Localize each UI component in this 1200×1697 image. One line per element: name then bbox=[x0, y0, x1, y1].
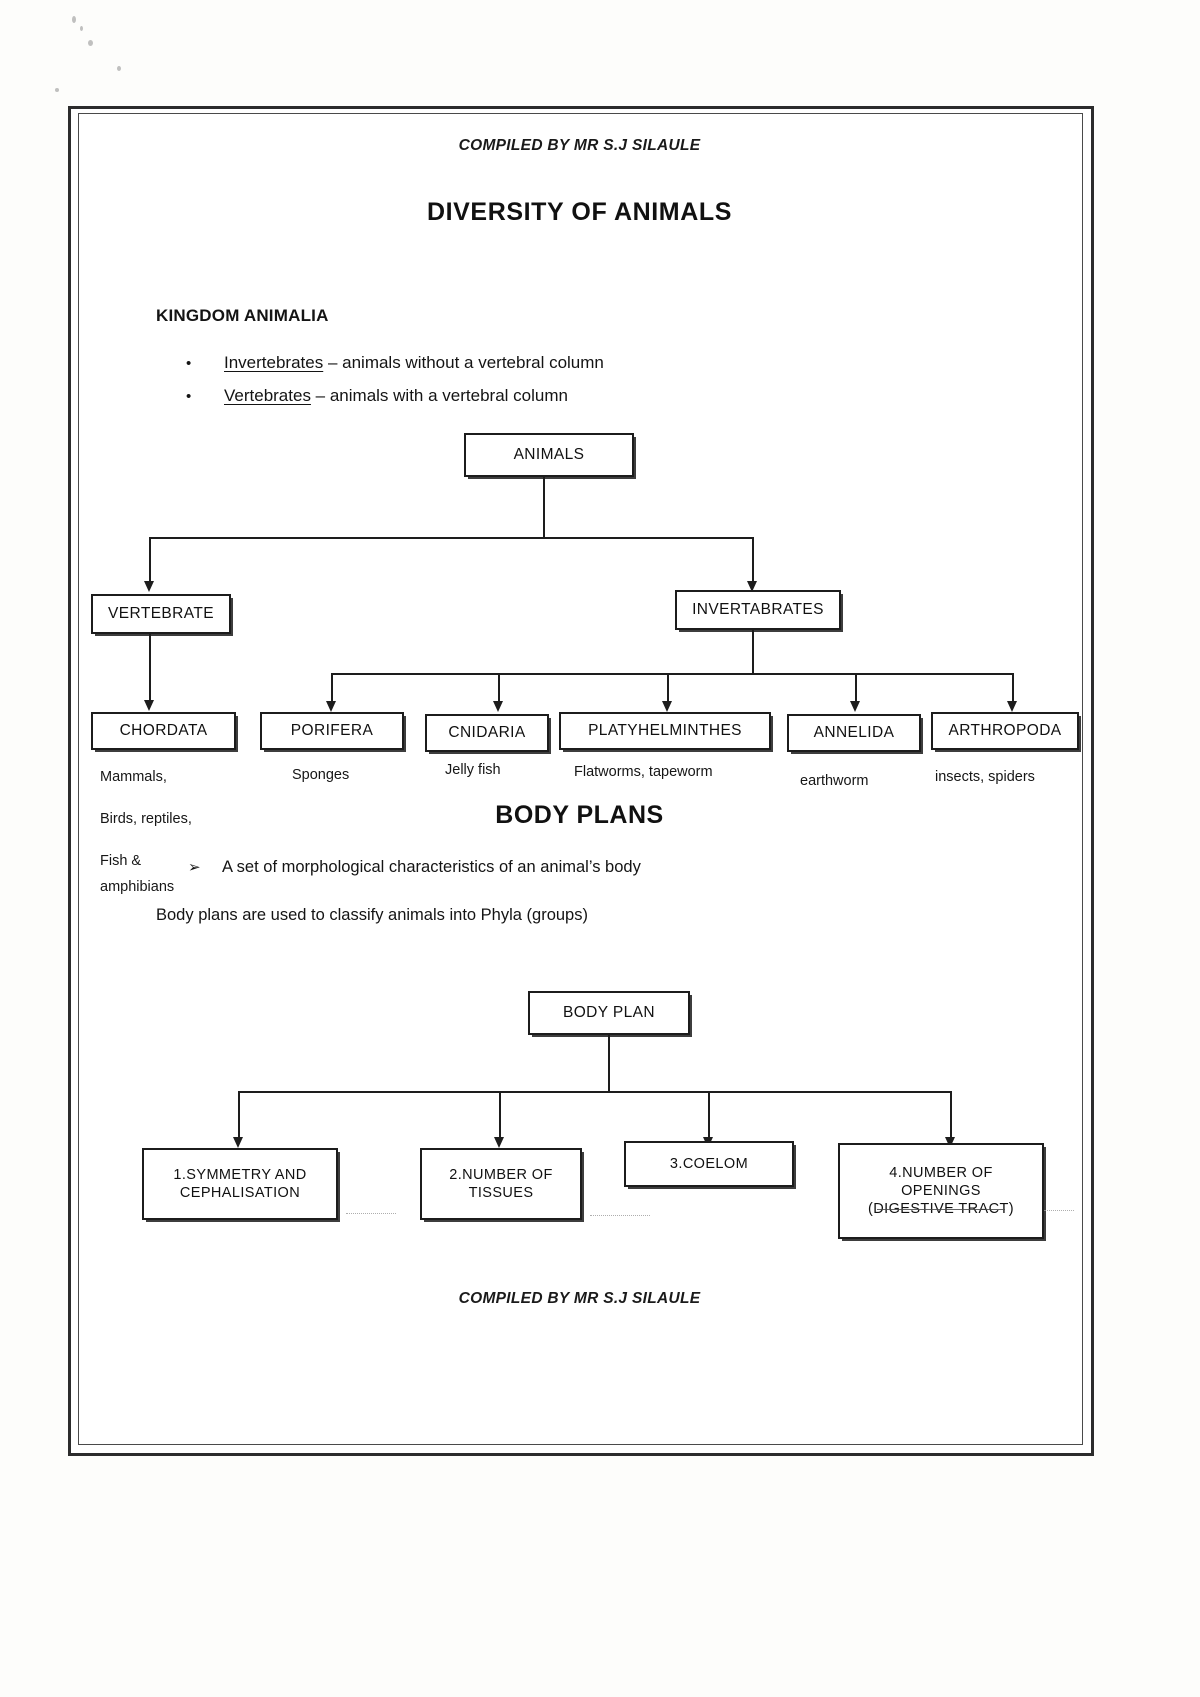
bullet-term: Vertebrates bbox=[224, 386, 311, 405]
body-plans-note: Body plans are used to classify animals … bbox=[156, 906, 588, 924]
arrow-head-icon bbox=[945, 1137, 955, 1148]
flow-node-coelom: 3.COELOM bbox=[624, 1141, 794, 1187]
bullet-dot-icon: • bbox=[186, 355, 192, 372]
caption-chordata-extra-1: Birds, reptiles, bbox=[100, 811, 192, 827]
flow-node-chordata: CHORDATA bbox=[91, 712, 236, 750]
node-line: 1.SYMMETRY AND bbox=[173, 1166, 307, 1183]
scan-speck bbox=[55, 88, 59, 92]
body-plans-bullet: ➢ A set of morphological characteristics… bbox=[188, 858, 641, 877]
bullet-dot-icon: • bbox=[186, 388, 192, 405]
node-line: 4.NUMBER OF bbox=[889, 1164, 993, 1181]
scan-speck bbox=[117, 66, 121, 71]
caption-platyhelminthes-examples: Flatworms, tapeworm bbox=[574, 764, 713, 780]
node-line: (DIGESTIVE TRACT) bbox=[868, 1201, 1014, 1218]
connector-line bbox=[238, 1091, 240, 1141]
node-line: 2.NUMBER OF bbox=[449, 1166, 553, 1183]
caption-chordata-extra-2: Fish & bbox=[100, 853, 142, 869]
caption-porifera-examples: Sponges bbox=[292, 767, 350, 783]
page-title: DIVERSITY OF ANIMALS bbox=[426, 198, 733, 226]
connector-line bbox=[708, 1091, 710, 1141]
connector-line bbox=[498, 673, 500, 705]
flow-node-platyhelminthes: PLATYHELMINTHES bbox=[559, 712, 771, 750]
caption-arthropoda-examples: insects, spiders bbox=[935, 769, 1035, 785]
caption-chordata-extra-3: amphibians bbox=[100, 879, 175, 895]
connector-line bbox=[331, 673, 333, 705]
connector-line bbox=[752, 537, 754, 585]
flow-node-annelida: ANNELIDA bbox=[787, 714, 921, 752]
list-item: • Vertebrates – animals with a vertebral… bbox=[186, 386, 946, 406]
scan-artifact bbox=[590, 1215, 650, 1217]
flow-node-symmetry-cephalisation: 1.SYMMETRY AND CEPHALISATION bbox=[142, 1148, 338, 1220]
arrow-head-icon bbox=[1007, 701, 1017, 712]
list-item: • Invertebrates – animals without a vert… bbox=[186, 353, 946, 373]
connector-line bbox=[752, 630, 754, 673]
flow-node-cnidaria: CNIDARIA bbox=[425, 714, 549, 752]
arrow-head-icon bbox=[326, 701, 336, 712]
connector-line bbox=[667, 673, 669, 705]
flow-node-porifera: PORIFERA bbox=[260, 712, 404, 750]
arrow-bullet-icon: ➢ bbox=[188, 859, 201, 876]
connector-line bbox=[149, 634, 151, 704]
compiled-by-footer: COMPILED BY MR S.J SILAULE bbox=[458, 1290, 701, 1307]
scan-speck bbox=[80, 26, 83, 31]
body-plans-bullet-text: A set of morphological characteristics o… bbox=[222, 858, 641, 876]
connector-line bbox=[543, 477, 545, 537]
bullet-term: Invertebrates bbox=[224, 353, 324, 372]
scan-speck bbox=[88, 40, 93, 46]
compiled-by-header: COMPILED BY MR S.J SILAULE bbox=[458, 137, 701, 154]
arrow-head-icon bbox=[144, 581, 154, 592]
flow-node-arthropoda: ARTHROPODA bbox=[931, 712, 1079, 750]
node-line: TISSUES bbox=[468, 1185, 534, 1201]
arrow-head-icon bbox=[144, 700, 154, 711]
connector-line bbox=[1012, 673, 1014, 705]
caption-chordata-examples: Mammals, bbox=[100, 769, 167, 785]
bullet-text: – animals without a vertebral column bbox=[323, 353, 604, 372]
connector-line bbox=[499, 1091, 501, 1141]
flow-node-animals: ANIMALS bbox=[464, 433, 634, 477]
flow-node-vertebrate: VERTEBRATE bbox=[91, 594, 231, 634]
bullet-text: – animals with a vertebral column bbox=[310, 386, 568, 405]
caption-cnidaria-examples: Jelly fish bbox=[445, 762, 501, 778]
scan-artifact bbox=[346, 1213, 396, 1215]
flow-node-number-of-openings: 4.NUMBER OF OPENINGS (DIGESTIVE TRACT) bbox=[838, 1143, 1044, 1239]
arrow-head-icon bbox=[233, 1137, 243, 1148]
scan-speck bbox=[72, 16, 76, 23]
flow-node-invertabrates: INVERTABRATES bbox=[675, 590, 841, 630]
connector-line bbox=[608, 1035, 610, 1091]
arrow-head-icon bbox=[747, 581, 757, 592]
kingdom-bullet-list: • Invertebrates – animals without a vert… bbox=[186, 353, 946, 419]
node-line: CEPHALISATION bbox=[179, 1185, 301, 1201]
kingdom-animalia-heading: KINGDOM ANIMALIA bbox=[156, 306, 329, 325]
connector-line bbox=[238, 1091, 950, 1093]
connector-line bbox=[149, 537, 151, 585]
connector-line bbox=[149, 537, 753, 539]
arrow-head-icon bbox=[850, 701, 860, 712]
connector-line bbox=[855, 673, 857, 705]
arrow-head-icon bbox=[494, 1137, 504, 1148]
arrow-head-icon bbox=[493, 701, 503, 712]
body-plans-title: BODY PLANS bbox=[495, 801, 664, 829]
caption-annelida-examples: earthworm bbox=[800, 773, 869, 789]
scan-artifact bbox=[1044, 1210, 1074, 1212]
connector-line bbox=[331, 673, 1013, 675]
flow-node-body-plan: BODY PLAN bbox=[528, 991, 690, 1035]
connector-line bbox=[950, 1091, 952, 1141]
page-content: COMPILED BY MR S.J SILAULE DIVERSITY OF … bbox=[78, 113, 1081, 1443]
node-line: 3.COELOM bbox=[669, 1155, 749, 1172]
flow-node-number-of-tissues: 2.NUMBER OF TISSUES bbox=[420, 1148, 582, 1220]
node-line: OPENINGS bbox=[901, 1182, 981, 1199]
arrow-head-icon bbox=[662, 701, 672, 712]
